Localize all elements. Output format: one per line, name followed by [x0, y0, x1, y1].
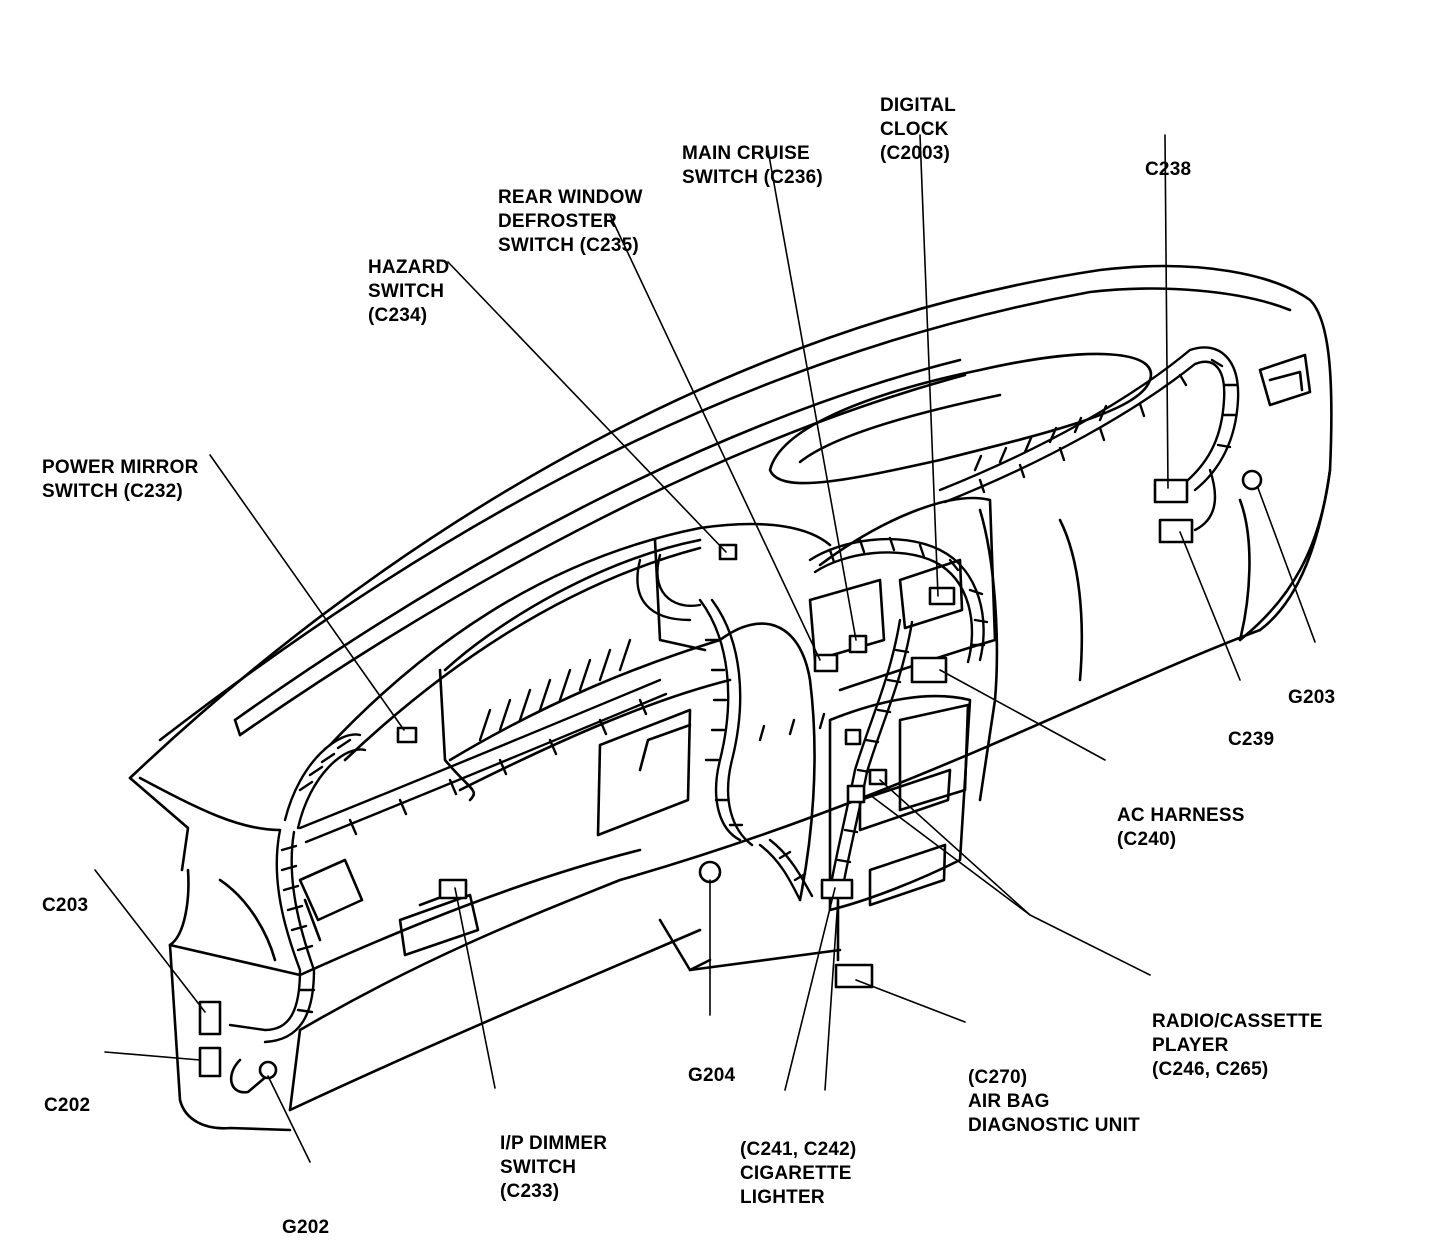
label-g204: G204: [688, 1065, 736, 1086]
label-ac-harness: AC HARNESS(C240): [1117, 805, 1245, 850]
dash-outline: [128, 264, 1333, 1112]
left-vent: [298, 858, 364, 942]
lower-panel-lines: [288, 498, 1251, 1112]
connectors: [198, 469, 1263, 1094]
label-g202: G202: [282, 1217, 330, 1238]
label-c239: C239: [1228, 729, 1275, 750]
leader-lines: [94, 134, 1316, 1163]
label-g203: G203: [1288, 687, 1336, 708]
upper-vent-right: [768, 352, 1312, 485]
label-c202: C202: [44, 1095, 91, 1116]
left-kick-panel: [168, 868, 302, 1132]
label-c238: C238: [1145, 159, 1192, 180]
wiring-harness: [228, 346, 1240, 1044]
label-c203: C203: [42, 895, 89, 916]
